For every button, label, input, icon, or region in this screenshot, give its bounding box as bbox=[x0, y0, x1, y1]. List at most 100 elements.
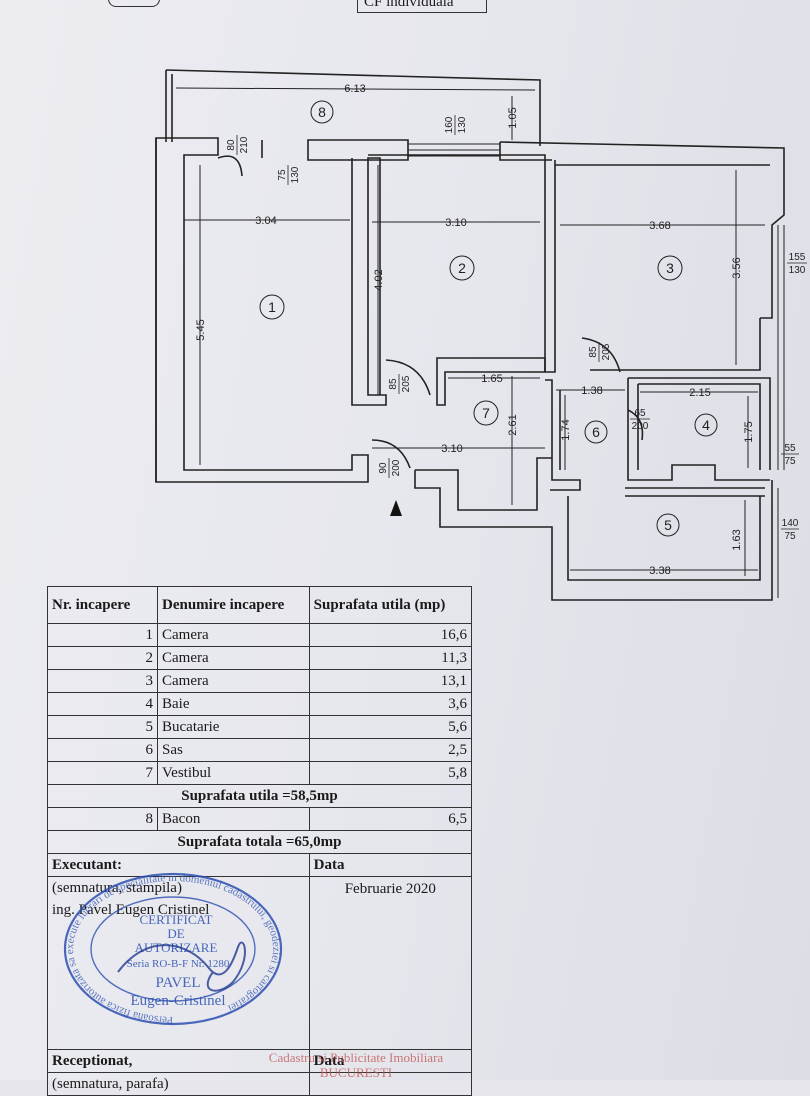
table-header-row: Nr. incapere Denumire incapere Suprafata… bbox=[47, 586, 473, 624]
dim-room5-height: 1.63 bbox=[731, 529, 743, 550]
cell-area: 6,5 bbox=[308, 807, 473, 831]
svg-text:200: 200 bbox=[391, 459, 402, 476]
authorization-stamp: Persoana fizica autorizata sa execute lu… bbox=[63, 872, 283, 1026]
table-row: 2 Camera 11,3 bbox=[47, 646, 473, 670]
opening-entrance-door: 90 200 bbox=[378, 458, 402, 478]
data-label: Data bbox=[308, 853, 473, 877]
stamp-line3: AUTORIZARE bbox=[135, 940, 218, 955]
col-header-name: Denumire incapere bbox=[157, 586, 310, 624]
opening-door-room3: 85 205 bbox=[588, 342, 612, 362]
dim-room4-height: 1.75 bbox=[743, 421, 755, 442]
svg-text:75: 75 bbox=[784, 531, 796, 542]
receptionat-header-row: Receptionat, Data bbox=[47, 1049, 473, 1073]
table-row: 8 Bacon 6,5 bbox=[47, 807, 473, 831]
bottom-stamp: Cadastru si Publicitate Imobiliara BUCUR… bbox=[236, 1050, 476, 1080]
room-number-1: 1 bbox=[268, 299, 276, 315]
opening-balcony-window: 75 130 bbox=[277, 165, 301, 185]
entrance-arrow-icon bbox=[390, 500, 402, 516]
signature bbox=[117, 941, 246, 992]
cell-nr: 3 bbox=[47, 669, 158, 693]
room-number-6: 6 bbox=[592, 424, 600, 440]
balcony-outline bbox=[165, 69, 541, 146]
grand-total: Suprafata totala =65,0mp bbox=[47, 830, 472, 854]
svg-text:205: 205 bbox=[401, 375, 412, 392]
cell-nr: 8 bbox=[47, 807, 158, 831]
svg-text:130: 130 bbox=[789, 265, 806, 276]
dim-room6-width: 1.38 bbox=[581, 385, 602, 397]
executant-note: (semnatura, stampila) bbox=[52, 880, 182, 896]
svg-text:130: 130 bbox=[457, 116, 468, 133]
svg-text:130: 130 bbox=[290, 166, 301, 183]
stamp-line1: CERTIFICAT bbox=[140, 912, 213, 927]
svg-text:75: 75 bbox=[277, 169, 288, 181]
dim-room7-height: 2.61 bbox=[507, 414, 519, 435]
cell-nr: 6 bbox=[47, 738, 158, 762]
dim-room6-height: 1.74 bbox=[560, 419, 572, 440]
dim-balcony-depth: 1.05 bbox=[507, 107, 519, 128]
header-right-label: CF individuala bbox=[364, 0, 454, 10]
cell-nr: 4 bbox=[47, 692, 158, 716]
date-value: Februarie 2020 bbox=[308, 876, 473, 1050]
dim-room2-width: 3.10 bbox=[445, 217, 466, 229]
table-row: 6 Sas 2,5 bbox=[47, 738, 473, 762]
opening-window-kitchen: 140 75 bbox=[781, 518, 799, 542]
cell-nr: 2 bbox=[47, 646, 158, 670]
opening-balcony-door: 80 210 bbox=[226, 135, 250, 155]
cell-nr: 5 bbox=[47, 715, 158, 739]
dim-room7-width-bottom: 3.10 bbox=[441, 443, 462, 455]
cell-area: 16,6 bbox=[308, 623, 473, 647]
header-right-cell bbox=[357, 0, 487, 13]
cell-name: Camera bbox=[157, 669, 310, 693]
dim-room5-width: 3.38 bbox=[649, 565, 670, 577]
svg-text:75: 75 bbox=[784, 456, 796, 467]
svg-text:155: 155 bbox=[789, 252, 806, 263]
cell-name: Bacon bbox=[157, 807, 310, 831]
dim-room7-width-top: 1.65 bbox=[481, 373, 502, 385]
cell-nr: 1 bbox=[47, 623, 158, 647]
cell-name: Bucatarie bbox=[157, 715, 310, 739]
table-row: 1 Camera 16,6 bbox=[47, 623, 473, 647]
dim-room1-height: 5.45 bbox=[195, 319, 207, 340]
stamp-line5: PAVEL bbox=[155, 975, 200, 991]
floor-plan: 8 1 2 3 4 5 6 7 6.13 3.04 3.10 3.68 2.15… bbox=[155, 69, 807, 601]
svg-text:205: 205 bbox=[601, 343, 612, 360]
executant-header-row: Executant: Data bbox=[47, 853, 473, 877]
room-number-4: 4 bbox=[702, 417, 710, 433]
dim-room4-width: 2.15 bbox=[689, 387, 710, 399]
dim-room3-width: 3.68 bbox=[649, 220, 670, 232]
executant-name: ing. Pavel Eugen Cristinel bbox=[52, 902, 210, 918]
svg-text:210: 210 bbox=[239, 136, 250, 153]
room-number-3: 3 bbox=[666, 260, 674, 276]
bottom-stamp-line2: BUCURESTI bbox=[319, 1065, 393, 1080]
table-row: 5 Bucatarie 5,6 bbox=[47, 715, 473, 739]
cell-name: Vestibul bbox=[157, 761, 310, 785]
opening-door-room2: 85 205 bbox=[388, 374, 412, 394]
usable-total-row: Suprafata utila =58,5mp bbox=[47, 784, 472, 808]
table-row: 7 Vestibul 5,8 bbox=[47, 761, 473, 785]
svg-text:55: 55 bbox=[784, 443, 796, 454]
dim-room3-height: 3.56 bbox=[731, 257, 743, 278]
grand-total-row: Suprafata totala =65,0mp bbox=[47, 830, 472, 854]
svg-text:140: 140 bbox=[782, 518, 799, 529]
dim-room1-width: 3.04 bbox=[255, 215, 276, 227]
cell-area: 5,8 bbox=[308, 761, 473, 785]
cell-name: Baie bbox=[157, 692, 310, 716]
cell-name: Camera bbox=[157, 623, 310, 647]
cell-area: 5,6 bbox=[308, 715, 473, 739]
cell-name: Camera bbox=[157, 646, 310, 670]
table-row: 3 Camera 13,1 bbox=[47, 669, 473, 693]
cell-area: 2,5 bbox=[308, 738, 473, 762]
col-header-nr: Nr. incapere bbox=[47, 586, 158, 624]
cell-nr: 7 bbox=[47, 761, 158, 785]
stamp-line4: Seria RO-B-F Nr. 1280 bbox=[127, 958, 230, 970]
opening-window-room3: 155 130 bbox=[787, 252, 807, 276]
svg-text:65: 65 bbox=[634, 408, 646, 419]
stamp-line6: Eugen-Cristinel bbox=[131, 993, 226, 1009]
cell-area: 11,3 bbox=[308, 646, 473, 670]
opening-window-bath: 55 75 bbox=[781, 443, 799, 467]
dim-room2-height: 4.02 bbox=[373, 269, 385, 290]
outer-wall bbox=[155, 137, 369, 483]
svg-text:85: 85 bbox=[388, 378, 399, 390]
room-number-7: 7 bbox=[482, 405, 490, 421]
